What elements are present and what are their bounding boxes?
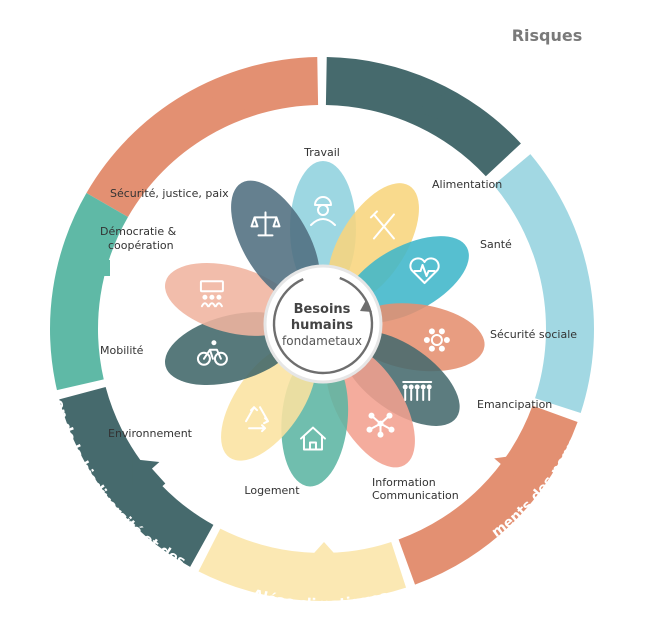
arrow-maladies	[70, 250, 110, 286]
need-label-environnement: Environnement	[108, 427, 193, 440]
need-label-democratie-line2: coopération	[108, 239, 174, 252]
need-label-securite-justice: Sécurité, justice, paix	[110, 187, 229, 200]
arrow-crises	[413, 80, 446, 120]
risk-ring	[50, 57, 594, 602]
arrow-aleas	[306, 542, 342, 582]
need-label-emancipation: Emancipation	[477, 398, 552, 411]
center-title-line1: Besoins	[294, 302, 351, 317]
need-label-mobilite: Mobilité	[100, 344, 144, 357]
people-circle-icon	[423, 328, 450, 352]
risk-segment-rupture	[493, 154, 594, 414]
risk-segment-maladies	[50, 193, 129, 391]
need-label-information: Information Communication	[372, 476, 459, 502]
needs-icons	[196, 196, 450, 451]
raised-hands-icon	[402, 380, 433, 401]
arrow-rupture	[545, 250, 586, 286]
scales-icon	[250, 211, 281, 237]
recycle-icon	[245, 406, 270, 433]
arrow-rarefaction	[211, 81, 245, 122]
arrow-erosion	[132, 459, 166, 495]
house-icon	[299, 426, 326, 451]
center-subtitle: fondametaux	[282, 334, 362, 348]
need-label-travail: Travail	[303, 146, 340, 159]
need-label-information-line1: Information	[372, 476, 436, 489]
meeting-icon	[199, 280, 224, 308]
need-label-information-line2: Communication	[372, 489, 459, 502]
center-title-line2: humains	[291, 318, 354, 333]
diagram-title: Risques	[512, 26, 583, 45]
fork-knife-icon	[369, 210, 395, 240]
need-label-logement: Logement	[244, 484, 300, 497]
heart-pulse-icon	[409, 257, 440, 285]
need-label-sante: Santé	[480, 238, 512, 251]
worker-icon	[310, 196, 336, 226]
cycle-arrow-icon	[360, 300, 372, 312]
bicycle-icon	[196, 340, 228, 366]
risk-segment-aleas	[198, 528, 407, 602]
risk-arrows	[70, 80, 586, 582]
need-label-alimentation: Alimentation	[432, 178, 502, 191]
need-label-democratie-line1: Démocratie &	[100, 225, 177, 238]
arrow-mouvements	[489, 454, 522, 491]
need-label-securite-sociale: Sécurité sociale	[490, 328, 577, 341]
network-icon	[366, 412, 395, 438]
risk-segment-mouvements	[398, 405, 578, 585]
need-label-democratie: Démocratie & coopération	[100, 225, 180, 252]
center-hub: Besoins humains fondametaux	[263, 264, 383, 384]
risk-segment-rarefaction	[86, 57, 319, 217]
risk-segment-crises	[325, 57, 521, 177]
